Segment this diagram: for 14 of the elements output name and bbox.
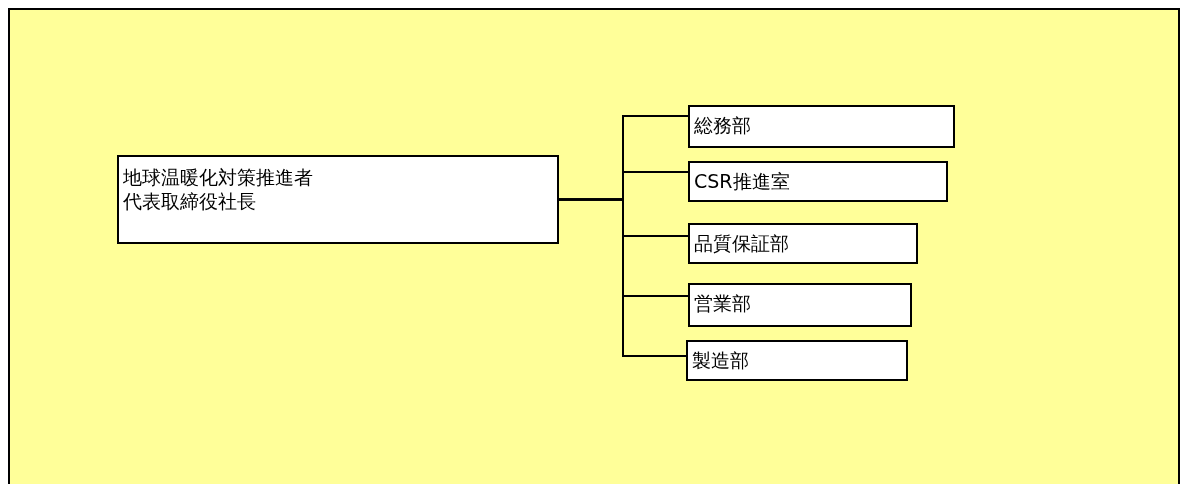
node-text: 総務部: [694, 113, 752, 137]
department-box: [686, 340, 908, 381]
node-text: 営業部: [694, 291, 752, 315]
department-box: [688, 161, 948, 202]
node-text: 地球温暖化対策推進者: [123, 165, 314, 189]
node-text: 品質保証部: [694, 231, 790, 255]
department-box: [688, 105, 955, 148]
role-box: [117, 155, 559, 244]
connector-line: [558, 198, 687, 357]
department-box: [688, 223, 918, 264]
node-text: CSR推進室: [694, 169, 791, 193]
department-box: [688, 283, 912, 327]
node-text: 代表取締役社長: [123, 189, 257, 213]
node-text: 製造部: [692, 348, 750, 372]
